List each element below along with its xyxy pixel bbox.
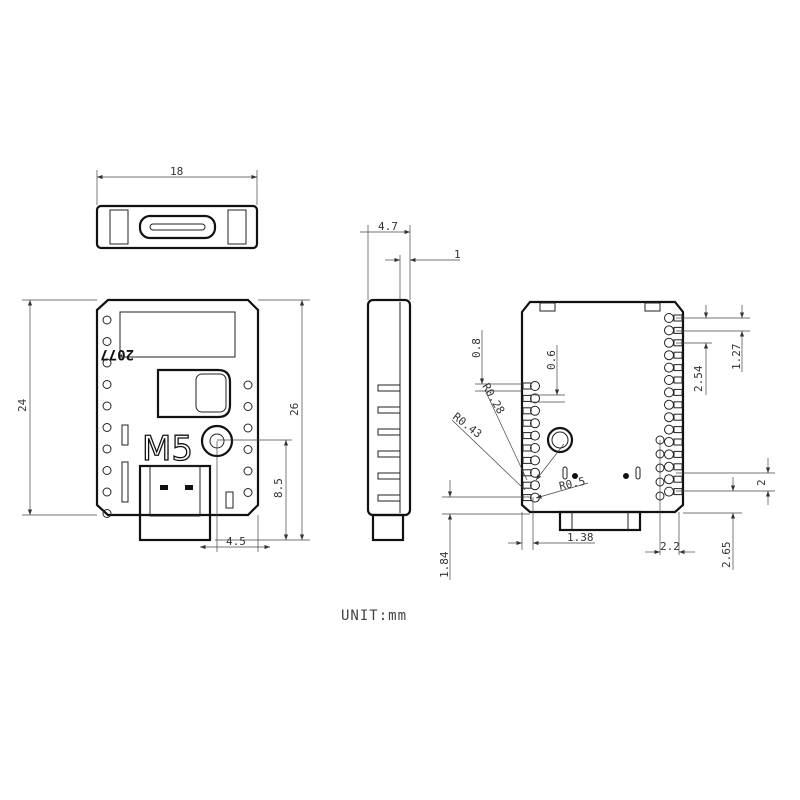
front-view: 2077 M5 24 26 8.5 4.5 <box>16 298 310 552</box>
pad <box>673 388 683 396</box>
pad <box>673 326 683 334</box>
pad <box>102 401 112 411</box>
pad <box>664 313 674 323</box>
pad <box>102 466 112 475</box>
pad <box>673 450 683 458</box>
dim-radius-small: R0.28 <box>479 381 507 416</box>
pad <box>243 488 253 497</box>
pad <box>102 337 112 346</box>
dim-side-step: 1 <box>454 248 461 261</box>
pad <box>243 380 253 390</box>
pad <box>664 362 674 373</box>
logo-m5: M5 <box>142 429 193 469</box>
dim-top-width: 18 <box>170 165 183 178</box>
pad <box>530 430 540 441</box>
pad <box>664 350 674 361</box>
dim-radius-pad: R0.43 <box>450 410 484 441</box>
dim-pad-w2: 0.6 <box>545 350 558 370</box>
pad <box>530 480 540 491</box>
pad <box>102 315 112 325</box>
dim-pad-w1: 0.8 <box>470 338 483 358</box>
dim-bottom-gap: 2.65 <box>720 542 733 569</box>
pad <box>522 494 532 502</box>
pad <box>673 376 683 384</box>
pad <box>664 337 674 348</box>
pad <box>530 405 540 416</box>
pad <box>664 375 674 385</box>
dim-button-height: 8.5 <box>272 478 285 498</box>
pad <box>522 444 532 452</box>
pad <box>522 382 532 390</box>
pad <box>102 380 112 389</box>
pad <box>664 461 674 472</box>
pad <box>673 463 683 471</box>
pad <box>664 325 674 336</box>
unit-label: UNIT:mm <box>341 608 408 624</box>
pad <box>664 424 674 435</box>
pad <box>673 426 683 434</box>
pad <box>530 467 540 478</box>
pad <box>673 364 683 372</box>
pad <box>664 387 674 398</box>
pad <box>673 351 683 359</box>
pad <box>673 413 683 421</box>
pad <box>102 509 112 518</box>
pad <box>377 406 401 414</box>
pad <box>673 475 683 483</box>
pad <box>102 487 112 497</box>
pad <box>522 407 532 415</box>
top-view: 18 <box>95 165 259 250</box>
pad <box>522 456 532 464</box>
pad <box>102 358 112 368</box>
pad <box>243 423 253 433</box>
pad <box>377 428 401 436</box>
pad <box>664 399 674 410</box>
pad <box>377 472 401 480</box>
dim-side-thickness: 4.7 <box>378 220 398 233</box>
pad <box>673 438 683 446</box>
pad <box>522 481 532 489</box>
dim-bottom-offset: 1.84 <box>438 551 451 578</box>
pad <box>377 450 401 458</box>
dim-button-offset: 4.5 <box>226 535 246 548</box>
pad <box>102 444 112 454</box>
pad <box>522 419 532 427</box>
dim-row-gap: 2 <box>755 479 768 486</box>
pad <box>243 445 253 454</box>
pad <box>673 401 683 409</box>
pad <box>664 474 674 485</box>
side-view: 4.7 1 <box>360 220 461 542</box>
pad <box>102 423 112 432</box>
pad <box>673 488 683 496</box>
pad <box>664 437 674 447</box>
dim-pitch: 2.54 <box>692 365 705 392</box>
pad <box>522 432 532 440</box>
pad <box>664 486 674 497</box>
pad <box>377 494 401 502</box>
pad <box>664 449 674 460</box>
pad <box>377 384 401 392</box>
dim-pitch-half: 1.27 <box>730 344 743 371</box>
pad <box>522 394 532 402</box>
chip-marking: 2077 <box>100 346 134 362</box>
pad <box>530 455 540 466</box>
pad <box>522 469 532 477</box>
pad <box>530 443 540 453</box>
pad <box>243 466 253 476</box>
dim-pad-inset: 2.2 <box>660 540 680 553</box>
dim-front-height: 24 <box>16 398 29 412</box>
back-view: 0.8 0.6 R0.28 R0.43 R0.5 1.84 1.38 2.54 … <box>438 300 775 580</box>
pad <box>664 412 674 423</box>
dim-front-height-usb: 26 <box>288 403 301 416</box>
pad <box>530 381 540 391</box>
pad <box>530 418 540 429</box>
pad <box>243 402 253 411</box>
dim-radius-hole: R0.5 <box>558 475 587 493</box>
dim-pad-offset: 1.38 <box>567 531 594 544</box>
